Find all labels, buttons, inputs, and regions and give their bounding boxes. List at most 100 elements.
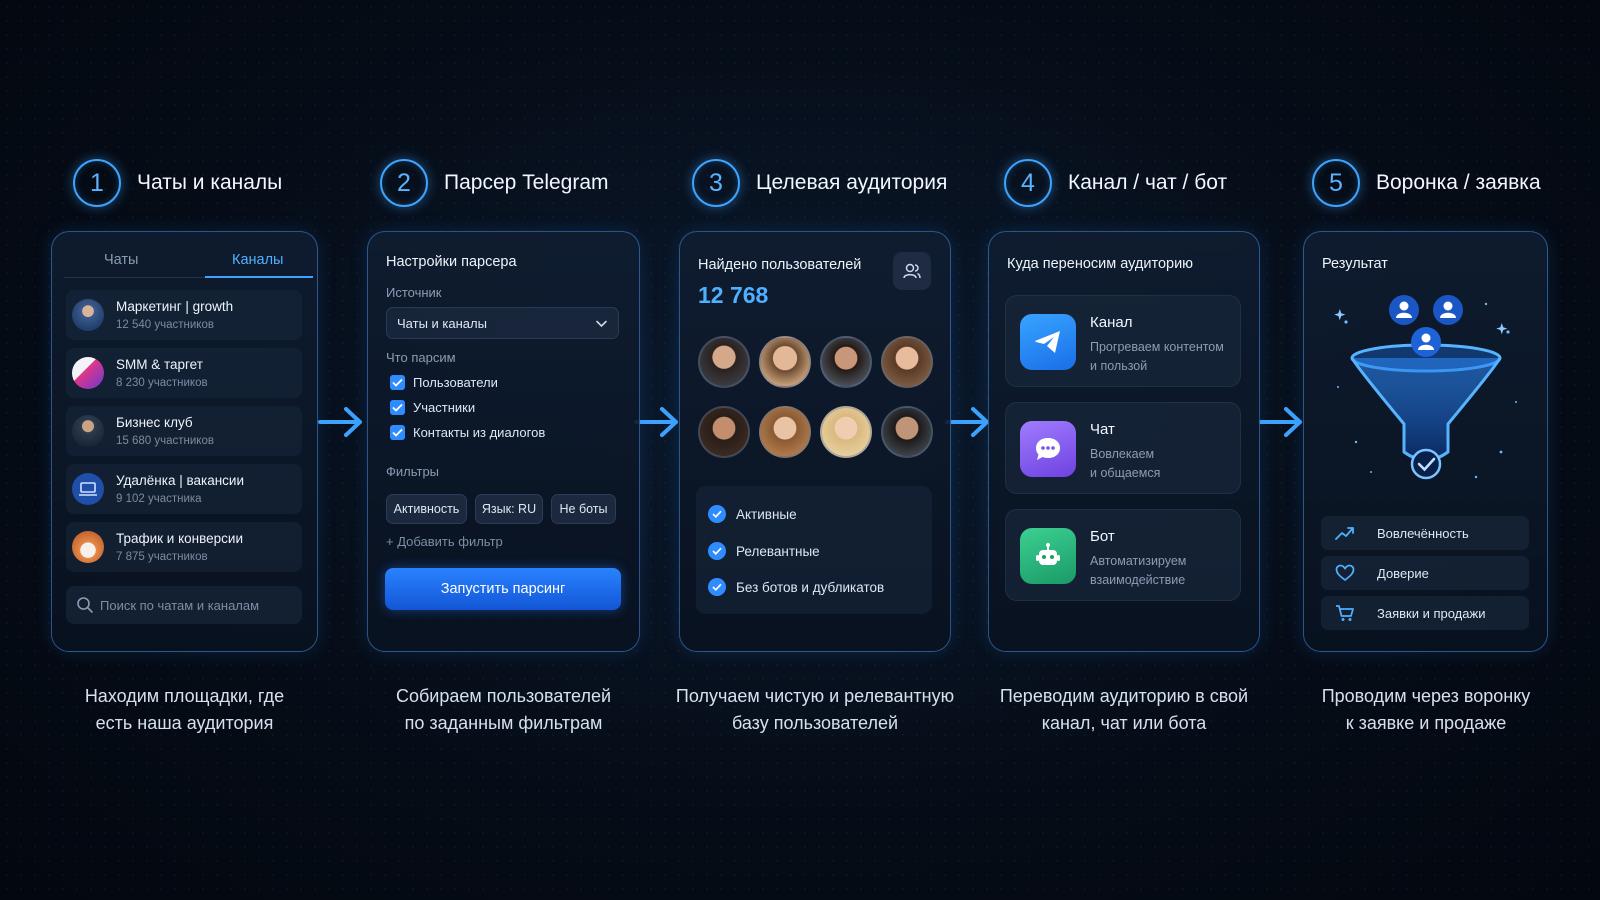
result-card: Результат Вовлечённость Доверие [1303,231,1548,652]
search-placeholder: Поиск по чатам и каналам [100,598,260,613]
cart-icon [1336,605,1354,621]
channel-name: Удалёнка | вакансии [116,473,244,488]
checkbox-users[interactable]: Пользователи [390,375,498,390]
channel-avatar [72,357,104,389]
member-count: 15 680 участников [116,435,214,447]
add-filter-link[interactable]: + Добавить фильтр [386,534,503,549]
check-active: Активные [708,505,797,523]
check-circle-icon [708,505,726,523]
checkbox-members[interactable]: Участники [390,400,475,415]
chat-bubble-icon [1020,421,1076,477]
tab-channels[interactable]: Каналы [232,252,284,268]
step-header-1: 1 Чаты и каналы [73,158,282,208]
checkbox-icon [390,400,405,415]
tabs: Чаты Каналы [64,242,313,278]
step-number: 5 [1312,159,1360,207]
user-avatar [881,336,933,388]
checkbox-dialog-contacts[interactable]: Контакты из диалогов [390,425,545,440]
step-title: Канал / чат / бот [1068,171,1228,194]
arrow-right-icon [634,407,678,437]
filter-chip-activity[interactable]: Активность [386,494,467,524]
search-input[interactable]: Поиск по чатам и каналам [66,586,302,624]
member-count: 9 102 участника [116,493,202,505]
what-label: Что парсим [386,350,456,365]
step-number: 4 [1004,159,1052,207]
channel-name: Маркетинг | growth [116,299,234,314]
active-tab-indicator [205,276,313,278]
checkbox-label: Участники [413,400,476,415]
source-label: Источник [386,285,442,300]
list-item[interactable]: Маркетинг | growth 12 540 участников [66,290,302,340]
check-label: Без ботов и дубликатов [736,579,885,595]
bot-icon [1020,528,1076,584]
checkbox-icon [390,425,405,440]
step-title: Парсер Telegram [444,171,609,194]
result-trust: Доверие [1321,556,1529,590]
quality-checks: Активные Релевантные Без ботов и дублика… [696,486,932,614]
dest-title: Канал [1090,314,1133,331]
users-icon [903,263,921,279]
check-label: Релевантные [736,543,820,559]
list-item[interactable]: Трафик и конверсии 7 875 участников [66,522,302,572]
channel-name: Бизнес клуб [116,415,193,430]
tab-chats[interactable]: Чаты [104,252,139,268]
laptop-icon [72,473,104,505]
arrow-right-icon [1258,407,1302,437]
filter-chip-not-bots[interactable]: Не боты [551,494,616,524]
user-avatar [881,406,933,458]
result-label: Вовлечённость [1377,526,1469,541]
check-label: Активные [736,506,797,522]
user-count: 12 768 [698,282,769,308]
step-title: Чаты и каналы [137,171,283,194]
member-count: 7 875 участников [116,551,208,563]
chats-channels-card: Чаты Каналы Маркетинг | growth 12 540 уч… [51,231,318,652]
member-count: 12 540 участников [116,319,214,331]
search-icon [77,597,93,613]
destination-card: Куда переносим аудиторию Канал Прогревае… [988,231,1260,652]
user-avatar [759,406,811,458]
step-header-2: 2 Парсер Telegram [380,158,609,208]
user-avatar [698,406,750,458]
card-title: Куда переносим аудиторию [1007,256,1194,272]
parser-settings-card: Настройки парсера Источник Чаты и каналы… [367,231,640,652]
result-label: Заявки и продажи [1377,606,1486,621]
checkbox-label: Контакты из диалогов [413,425,546,440]
step-title: Воронка / заявка [1376,171,1541,194]
run-parsing-button[interactable]: Запустить парсинг [385,568,621,610]
step-number: 3 [692,159,740,207]
step-title: Целевая аудитория [756,171,948,194]
channel-avatar [72,415,104,447]
list-item[interactable]: SMM & таргет 8 230 участников [66,348,302,398]
result-sales: Заявки и продажи [1321,596,1529,630]
source-value: Чаты и каналы [397,316,487,331]
user-avatar [698,336,750,388]
channel-name: SMM & таргет [116,357,203,372]
source-select[interactable]: Чаты и каналы [386,307,619,339]
dest-title: Бот [1090,528,1115,545]
result-engagement: Вовлечённость [1321,516,1529,550]
list-item[interactable]: Удалёнка | вакансии 9 102 участника [66,464,302,514]
channel-avatar [72,531,104,563]
step-header-5: 5 Воронка / заявка [1312,158,1541,208]
filter-chip-language[interactable]: Язык: RU [475,494,543,524]
user-avatar [759,336,811,388]
check-no-bots: Без ботов и дубликатов [708,578,884,596]
card-title: Результат [1322,256,1388,272]
arrow-right-icon [318,407,362,437]
channel-name: Трафик и конверсии [116,531,243,546]
funnel-icon [1334,295,1517,480]
user-avatar [820,406,872,458]
checkbox-label: Пользователи [413,375,498,390]
checkbox-icon [390,375,405,390]
card-title: Найдено пользователей [698,257,862,273]
users-button[interactable] [893,252,931,290]
filters-label: Фильтры [386,464,440,479]
check-circle-icon [708,578,726,596]
list-item[interactable]: Бизнес клуб 15 680 участников [66,406,302,456]
